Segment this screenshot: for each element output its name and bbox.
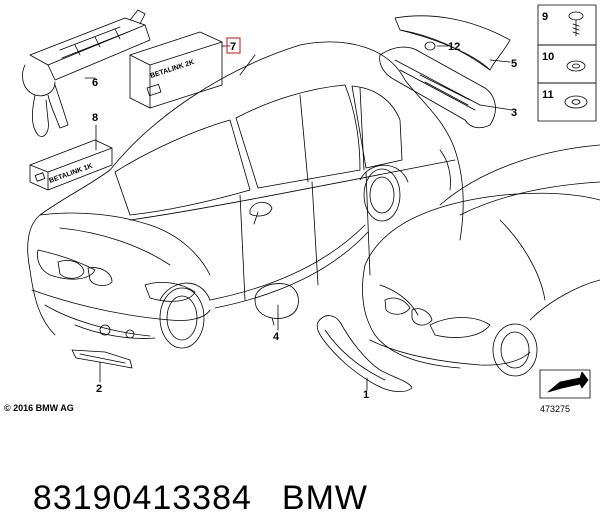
cap-drawing bbox=[424, 41, 436, 51]
betalink-1k-box-drawing bbox=[29, 139, 113, 191]
callout-4: 4 bbox=[273, 331, 280, 343]
callout-7: 7 bbox=[230, 41, 236, 53]
diagram-id: 473275 bbox=[540, 404, 571, 414]
copyright-notice: © 2016 BMW AG bbox=[4, 403, 74, 413]
callout-10: 10 bbox=[542, 51, 554, 63]
betalink-2k-label: BETALINK 2K bbox=[149, 59, 195, 80]
second-car-drawing bbox=[362, 144, 600, 377]
caulking-gun-drawing bbox=[22, 9, 151, 137]
callout-12: 12 bbox=[448, 41, 460, 53]
callout-5: 5 bbox=[511, 58, 517, 70]
footer: 83190413384 BMW bbox=[12, 440, 368, 518]
direction-arrow-box bbox=[539, 369, 591, 399]
leader-lines bbox=[84, 45, 513, 391]
brand-name: BMW bbox=[281, 479, 369, 517]
mirror-cap-drawing bbox=[254, 283, 299, 326]
betalink-1k-label: BETALINK 1K bbox=[48, 163, 93, 185]
part-number: 83190413384 bbox=[32, 479, 252, 517]
callout-3: 3 bbox=[511, 107, 517, 119]
rear-spoiler-drawing bbox=[394, 15, 511, 71]
callout-7-highlight bbox=[226, 37, 241, 54]
betalink-2k-box-drawing bbox=[129, 31, 223, 109]
callout-8: 8 bbox=[92, 112, 98, 124]
main-car-drawing bbox=[27, 41, 464, 349]
front-splitter-drawing bbox=[316, 315, 413, 392]
callout-2: 2 bbox=[96, 383, 102, 395]
hardware-panel bbox=[537, 4, 597, 122]
callout-11: 11 bbox=[542, 89, 554, 101]
rear-diffuser-drawing bbox=[379, 46, 496, 129]
callout-1: 1 bbox=[363, 389, 369, 401]
callout-9: 9 bbox=[542, 11, 548, 23]
callout-6: 6 bbox=[92, 77, 98, 89]
side-trim-drawing bbox=[71, 349, 133, 369]
parts-diagram: BETALINK 2K BETALINK 1K 1 2 3 4 5 6 7 8 … bbox=[22, 4, 600, 401]
